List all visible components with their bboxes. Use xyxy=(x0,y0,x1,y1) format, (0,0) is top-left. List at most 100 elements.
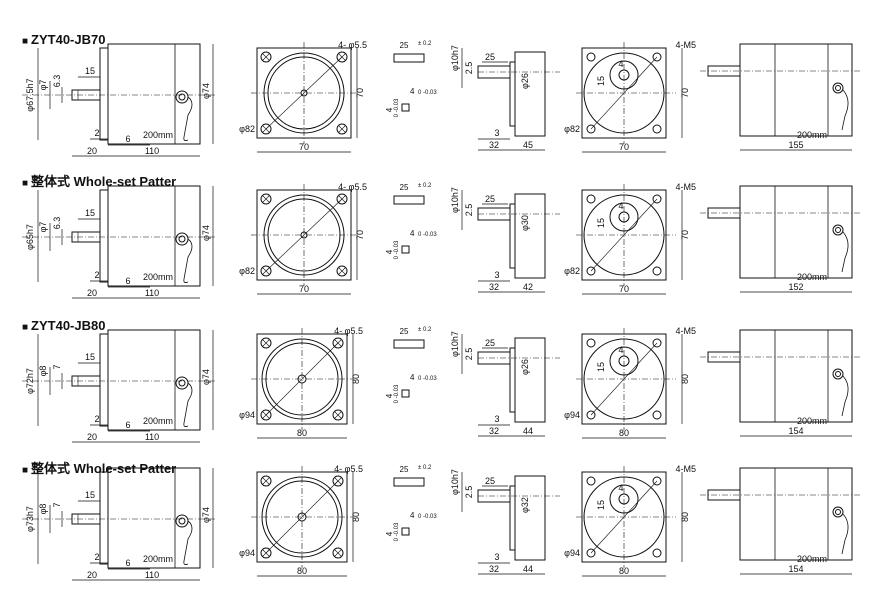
gearmotor-lead-label: 200mm xyxy=(797,554,827,564)
mounting-hole-circle xyxy=(336,51,348,63)
gear-holes-label: 4-M5 xyxy=(675,40,696,50)
body-length-label: 110 xyxy=(145,146,159,156)
mounting-hole-circle xyxy=(336,265,348,277)
gearmotor-lead-label: 200mm xyxy=(797,130,827,140)
dim-b-label: 6 xyxy=(125,420,130,430)
dim-a-label: 2 xyxy=(94,270,99,280)
front-height-label: 70 xyxy=(355,88,365,98)
cable-gland-inner xyxy=(178,235,186,243)
lead-length-label: 200mm xyxy=(143,130,173,140)
cable-gland-circle xyxy=(175,514,189,528)
lead-length-label: 200mm xyxy=(143,554,173,564)
dim-a-label: 2 xyxy=(94,128,99,138)
cable-gland-circle xyxy=(832,506,844,518)
cable-gland-circle xyxy=(175,90,189,104)
diagonal-dimension-line xyxy=(265,198,343,272)
front-height-label: 80 xyxy=(351,374,361,384)
key-width-tolerance-label: 0 -0.03 xyxy=(418,90,437,96)
front-height-label: 80 xyxy=(351,512,361,522)
key-length-tolerance-label: ± 0.2 xyxy=(418,183,432,189)
gear-key-offset-label: 2.5 xyxy=(464,486,474,499)
section-title-2: ■整体式 Whole-set Patter xyxy=(22,171,176,190)
gearhead-boss-outline xyxy=(509,61,516,127)
gear-key-height-label: 15 xyxy=(596,76,606,86)
mounting-holes-label: 4- φ5.5 xyxy=(338,182,367,192)
gearmotor-lead-label: 200mm xyxy=(797,416,827,426)
body-length-label: 110 xyxy=(145,570,159,580)
gear-mounting-hole-circle xyxy=(652,52,662,62)
gear-mounting-hole-circle xyxy=(586,266,596,276)
key-length-label: 25 xyxy=(400,327,409,336)
mounting-hole-circle xyxy=(260,475,272,487)
cable-gland-circle xyxy=(175,376,189,390)
key-width-tolerance-label: 0 -0.03 xyxy=(418,514,437,520)
gear-diagonal-label: φ82 xyxy=(564,124,580,134)
gear-front-height-label: 70 xyxy=(680,88,690,98)
body-diameter-label: φ74 xyxy=(201,507,211,523)
motor-body-outline xyxy=(107,467,201,569)
front-height-label: 70 xyxy=(355,230,365,240)
hole-cross xyxy=(262,53,270,61)
key-length-label: 25 xyxy=(400,183,409,192)
flange-diameter-label: φ65h7 xyxy=(25,224,35,250)
gear-diagonal-label: φ82 xyxy=(564,266,580,276)
section-title-text: 整体式 Whole-set Patter xyxy=(31,174,177,189)
lead-length-label: 200mm xyxy=(143,416,173,426)
key-top-outline xyxy=(393,195,425,205)
flange-outline xyxy=(99,471,109,565)
gear-mounting-hole-circle xyxy=(586,476,596,486)
key-width-label: 4 xyxy=(410,373,415,382)
gearmotor-body-outline xyxy=(739,43,853,137)
key-section-outline xyxy=(401,103,410,112)
shaft-diameter-label: φ8 xyxy=(38,504,48,515)
body-length-label: 110 xyxy=(145,288,159,298)
lead-wire-line xyxy=(183,238,193,283)
lead-wire-line xyxy=(183,96,193,141)
hole-cross xyxy=(262,477,270,485)
body-diameter-label: φ74 xyxy=(201,83,211,99)
mounting-hole-circle xyxy=(260,123,272,135)
gear-front-height-label: 70 xyxy=(680,230,690,240)
mounting-hole-circle xyxy=(332,475,344,487)
gear-boss-diameter-label: φ30 xyxy=(520,215,530,231)
hole-cross xyxy=(338,267,346,275)
gearmotor-body-outline xyxy=(739,467,853,561)
cable-gland-circle xyxy=(832,224,844,236)
gearhead-body-outline xyxy=(514,51,546,137)
cable-gland-inner xyxy=(178,517,186,525)
key-length-tolerance-label: ± 0.2 xyxy=(418,41,432,47)
lead-wire-line xyxy=(841,375,849,417)
dim-b-label: 6 xyxy=(125,558,130,568)
key-width-label: 4 xyxy=(410,511,415,520)
gear-mounting-hole-circle xyxy=(586,194,596,204)
hole-cross xyxy=(262,339,270,347)
bullet-square-icon: ■ xyxy=(22,322,29,333)
cable-gland-circle xyxy=(175,232,189,246)
mounting-holes-label: 4- φ5.5 xyxy=(334,464,363,474)
gear-key-width-label: 4 xyxy=(618,201,623,211)
section-title-text: ZYT40-JB70 xyxy=(31,32,106,47)
dim-c-label: 20 xyxy=(87,288,97,298)
key-top-outline xyxy=(393,339,425,349)
gear-dim-b-label: 42 xyxy=(523,282,533,292)
section-title-1: ■ZYT40-JB70 xyxy=(22,32,105,47)
mounting-holes-label: 4- φ5.5 xyxy=(338,40,367,50)
gear-mounting-hole-circle xyxy=(652,266,662,276)
section-title-3: ■ZYT40-JB80 xyxy=(22,318,105,333)
key-height-tolerance-label: 0 -0.03 xyxy=(394,384,400,403)
cable-gland-inner xyxy=(835,509,841,515)
gear-holes-label: 4-M5 xyxy=(675,464,696,474)
gear-mounting-hole-circle xyxy=(586,548,596,558)
